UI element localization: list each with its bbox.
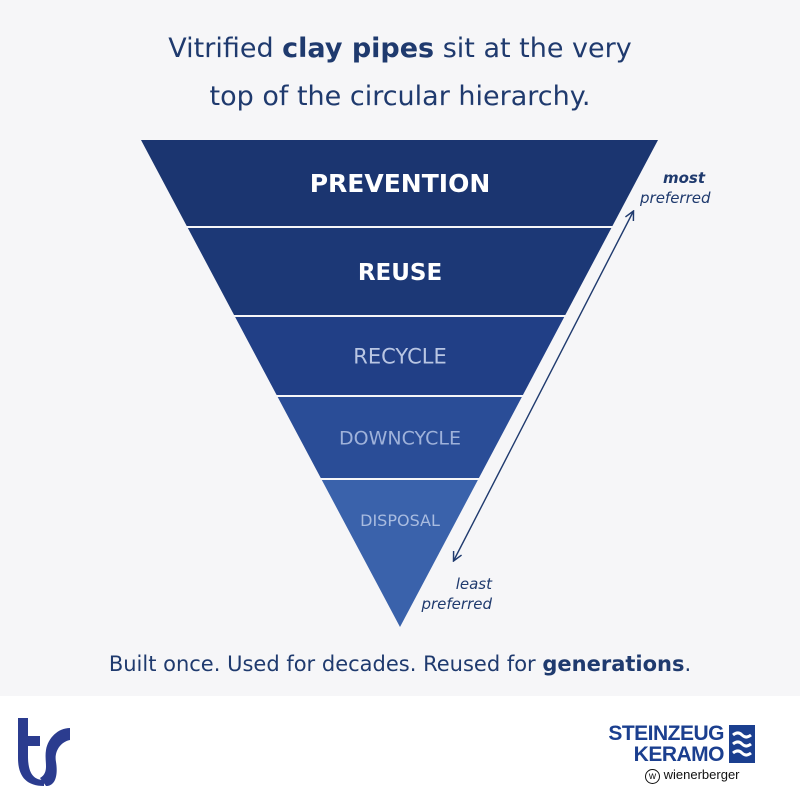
band-label-downcycle: DOWNCYCLE [339,427,461,449]
logo-line-1: STEINZEUG [608,722,724,745]
band-label-disposal: DISPOSAL [360,511,440,530]
wienerberger-logo: w wienerberger [645,767,740,784]
band-disposal [321,480,478,627]
title-line-1: Vitrified clay pipes sit at the very [168,33,632,64]
logo-line-2: KERAMO [633,743,725,766]
preference-arrow [454,212,633,560]
ts-logo [18,718,70,786]
w-circle-icon: w [645,769,660,784]
inverted-pyramid: PREVENTION REUSE RECYCLE DOWNCYCLE DISPOSAL [141,140,658,627]
steinzeug-keramo-logo: STEINZEUG KERAMO [608,723,755,765]
band-label-recycle: RECYCLE [353,345,446,369]
footer-tagline: Built once. Used for decades. Reused for… [108,652,692,676]
band-prevention [141,140,658,226]
title-line-2: top of the circular hierarchy. [209,81,591,112]
waves-icon [729,725,755,763]
band-label-reuse: REUSE [358,260,442,286]
band-label-prevention: PREVENTION [310,169,491,198]
